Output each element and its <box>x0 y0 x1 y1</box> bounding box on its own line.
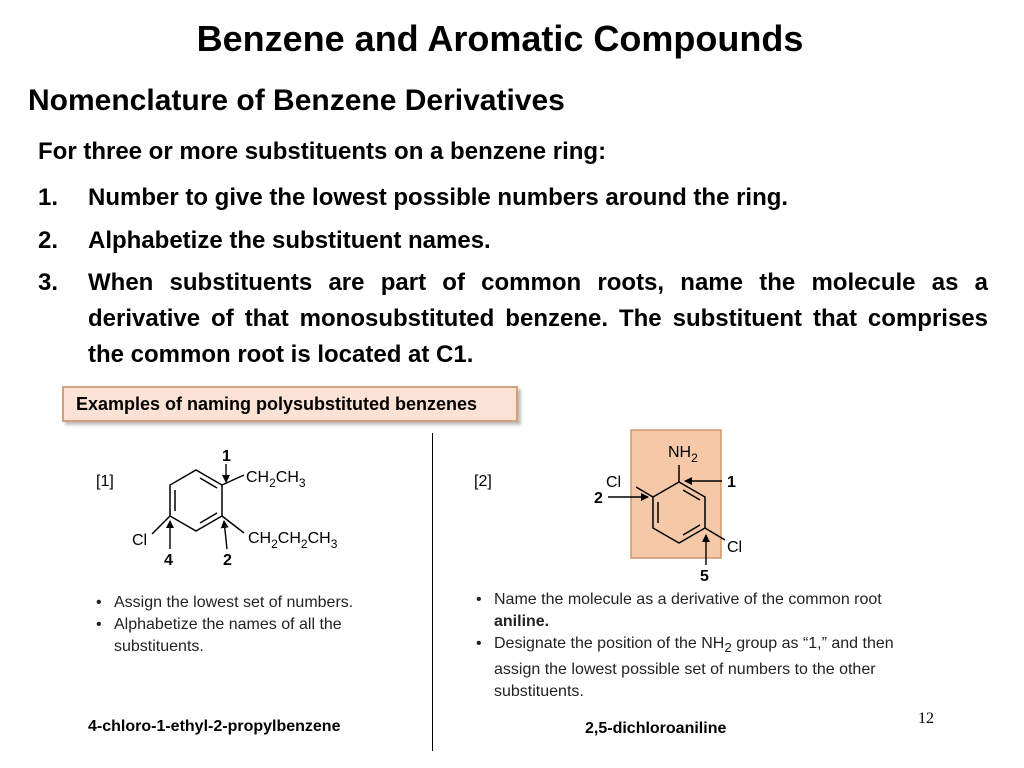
bullet-item: •Designate the position of the NH2 group… <box>476 635 894 701</box>
example1-tag: [1] <box>96 473 114 490</box>
rule-text: Number to give the lowest possible numbe… <box>88 184 789 211</box>
locant-2: 2 <box>594 490 603 507</box>
rule-number: 2. <box>38 227 59 254</box>
locant-4: 4 <box>164 552 173 569</box>
locant-1: 1 <box>727 474 736 491</box>
divider-line <box>432 433 433 751</box>
example2-tag: [2] <box>474 473 492 490</box>
chloro-top-label: Cl <box>606 474 621 491</box>
arrow-2 <box>220 520 229 550</box>
slide-subtitle: Nomenclature of Benzene Derivatives <box>28 84 565 117</box>
page-number: 12 <box>918 710 934 727</box>
chloro-bottom-label: Cl <box>727 539 742 556</box>
locant-2: 2 <box>223 552 232 569</box>
benzene-ring-2 <box>635 465 726 544</box>
propyl-group: CH2CH2CH3 <box>248 530 338 551</box>
examples-header: Examples of naming polysubstituted benze… <box>62 386 518 422</box>
ethyl-group: CH2CH3 <box>246 469 306 490</box>
bullet-item: •Assign the lowest set of numbers. <box>96 594 354 611</box>
amino-group: NH2 <box>668 444 698 465</box>
rule-number: 1. <box>38 184 59 211</box>
benzene-ring-1 <box>151 469 245 535</box>
rule-text: Alphabetize the substituent names. <box>88 227 491 254</box>
intro-text: For three or more substituents on a benz… <box>38 138 607 165</box>
locant-1: 1 <box>222 448 231 465</box>
example1-bullets: •Assign the lowest set of numbers. •Alph… <box>96 592 416 658</box>
rule-text: When substituents are part of common roo… <box>88 269 988 368</box>
locant-5: 5 <box>700 568 709 585</box>
bullet-item: •Name the molecule as a derivative of th… <box>476 591 882 630</box>
slide-title: Benzene and Aromatic Compounds <box>196 18 804 59</box>
example1-name: 4-chloro-1-ethyl-2-propylbenzene <box>88 718 341 735</box>
example2-bullets: •Name the molecule as a derivative of th… <box>476 589 906 703</box>
rule-2: 2. Alphabetize the substituent names. <box>38 223 988 259</box>
example2-name: 2,5-dichloroaniline <box>585 720 727 737</box>
rule-1: 1. Number to give the lowest possible nu… <box>38 180 988 216</box>
chloro-label: Cl <box>132 532 147 549</box>
rule-3: 3. When substituents are part of common … <box>38 265 988 373</box>
bullet-item: •Alphabetize the names of all the substi… <box>96 616 342 655</box>
rule-number: 3. <box>38 269 59 296</box>
